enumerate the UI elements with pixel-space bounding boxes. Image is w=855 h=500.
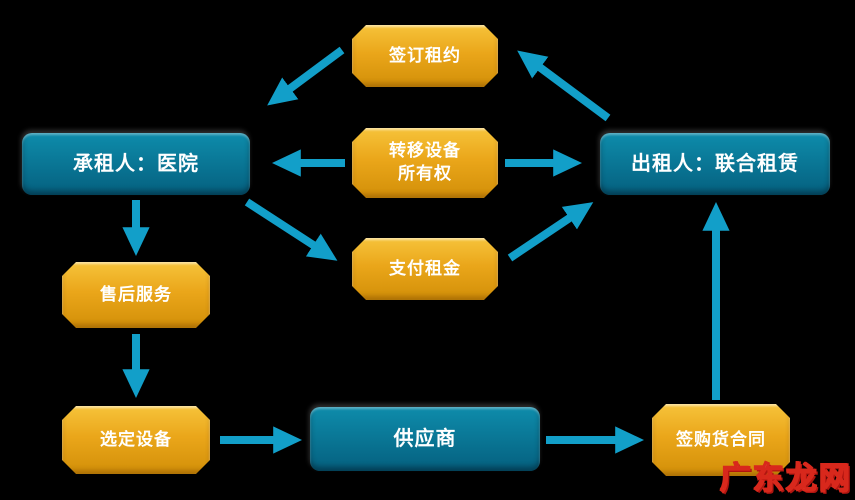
node-sign-lease-label: 签订租约 — [389, 45, 461, 65]
node-pay-rent-label: 支付租金 — [389, 258, 461, 278]
node-supplier-label: 供应商 — [393, 427, 457, 450]
node-pay-rent: 支付租金 — [352, 238, 498, 300]
arrow-sign-lease-to-lessee — [267, 46, 345, 106]
node-purchase-contract-label: 签购货合同 — [676, 429, 766, 449]
node-lessee: 承租人：医院 — [22, 133, 250, 195]
node-purchase-contract: 签购货合同 — [652, 404, 790, 476]
arrow-lessee-to-pay-rent — [244, 198, 338, 261]
node-transfer-ownership: 转移设备 所有权 — [352, 128, 498, 198]
node-transfer-ownership-label: 转移设备 所有权 — [389, 141, 461, 183]
node-select-equipment-label: 选定设备 — [100, 429, 172, 449]
node-after-sales-label: 售后服务 — [100, 284, 172, 304]
arrow-lessor-to-sign-lease — [517, 50, 611, 122]
node-lessee-label: 承租人：医院 — [73, 152, 199, 175]
watermark-text: 广东龙网 — [719, 460, 852, 497]
node-select-equipment: 选定设备 — [62, 406, 210, 474]
node-lessor: 出租人：联合租赁 — [600, 133, 830, 195]
arrow-pay-rent-to-lessor — [507, 202, 594, 262]
node-lessor-label: 出租人：联合租赁 — [631, 152, 799, 175]
node-supplier: 供应商 — [310, 407, 540, 471]
node-after-sales: 售后服务 — [62, 262, 210, 328]
node-sign-lease: 签订租约 — [352, 25, 498, 87]
